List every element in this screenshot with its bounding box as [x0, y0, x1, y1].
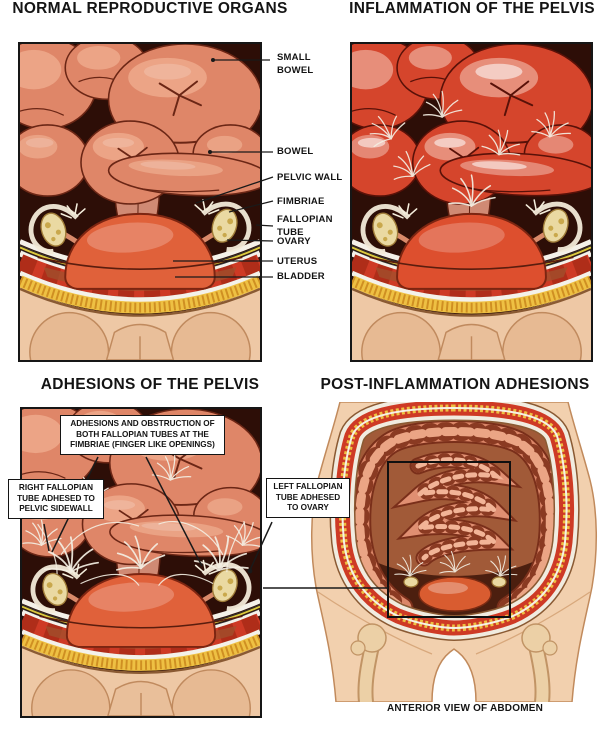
femur-bones	[350, 623, 558, 702]
inflammation-illustration-panel	[350, 42, 593, 362]
label-fallopian-tube: FALLOPIAN TUBE	[277, 214, 333, 238]
inflamed-pelvis-illustration	[352, 44, 591, 360]
callout-both-tubes: ADHESIONS AND OBSTRUCTION OF BOTH FALLOP…	[60, 415, 225, 455]
normal-illustration-panel	[18, 42, 262, 362]
adhesions-pelvis-illustration	[22, 409, 260, 716]
callout-left-tube: LEFT FALLOPIAN TUBE ADHESED TO OVARY	[266, 478, 350, 518]
panel-title-adhesions: ADHESIONS OF THE PELVIS	[40, 376, 260, 393]
abdomen-anterior-illustration	[310, 402, 598, 702]
inset-reference-rectangle	[387, 461, 511, 618]
abdominal-wall-ring	[329, 402, 580, 642]
label-small-bowel: SMALL BOWEL	[277, 52, 314, 76]
callout-right-tube: RIGHT FALLOPIAN TUBE ADHESED TO PELVIC S…	[8, 479, 104, 519]
panel-title-inflammation: INFLAMMATION OF THE PELVIS	[349, 0, 595, 17]
label-bowel: BOWEL	[277, 146, 314, 157]
label-pelvic-wall: PELVIC WALL	[277, 172, 343, 183]
panel-title-normal: NORMAL REPRODUCTIVE ORGANS	[12, 0, 288, 17]
panel-title-post-inflammation: POST-INFLAMMATION ADHESIONS	[320, 376, 590, 393]
label-ovary: OVARY	[277, 236, 311, 247]
label-bladder: BLADDER	[277, 271, 325, 282]
label-uterus: UTERUS	[277, 256, 318, 267]
normal-pelvis-illustration	[20, 44, 260, 360]
abdominal-contents	[348, 420, 562, 622]
figure-caption: ANTERIOR VIEW OF ABDOMEN	[386, 703, 544, 714]
uterus-small	[418, 576, 492, 612]
label-fimbriae: FIMBRIAE	[277, 196, 325, 207]
